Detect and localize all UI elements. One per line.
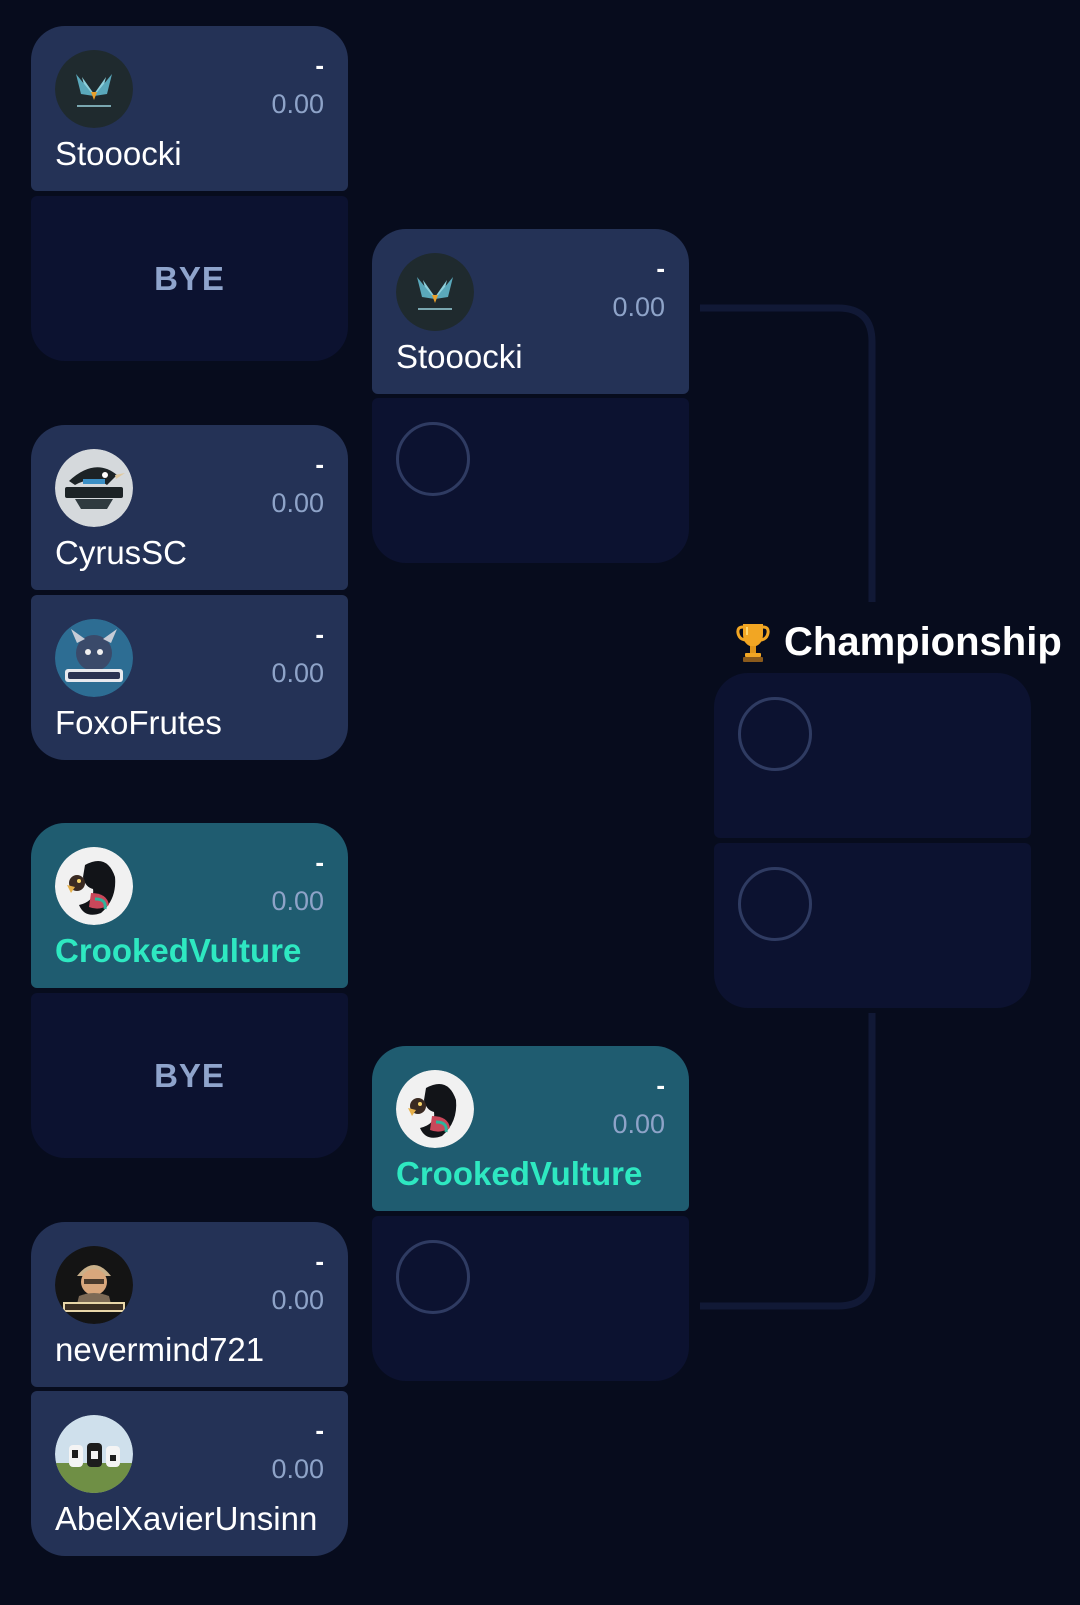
vulture-avatar — [55, 847, 133, 925]
team-score: 0.00 — [271, 488, 324, 518]
team-rank: - — [315, 1246, 324, 1276]
team-rank: - — [315, 1415, 324, 1445]
team-score: 0.00 — [271, 886, 324, 916]
team-name: CrookedVulture — [396, 1155, 643, 1192]
team-name: AbelXavierUnsinn — [55, 1500, 318, 1537]
team-name: CyrusSC — [55, 534, 188, 571]
bye-slot: BYE — [31, 993, 348, 1158]
empty-team-slot — [372, 1216, 689, 1381]
championship-title: Championship — [736, 616, 1062, 668]
team-rank: - — [315, 50, 324, 80]
bye-slot: BYE — [31, 196, 348, 361]
team-score: 0.00 — [271, 658, 324, 688]
team-score: 0.00 — [612, 1109, 665, 1139]
team-name: Stooocki — [55, 135, 182, 172]
team-score: 0.00 — [271, 1454, 324, 1484]
summerland-avatar — [55, 1246, 133, 1324]
connector-semifinal-top — [700, 304, 876, 602]
team-rank: - — [656, 1070, 665, 1100]
team-rank: - — [315, 449, 324, 479]
empty-avatar-placeholder — [396, 422, 470, 496]
empty-team-slot — [714, 843, 1031, 1008]
bye-label: BYE — [154, 1056, 225, 1094]
empty-avatar-placeholder — [738, 697, 812, 771]
dark-eyed-juncos-avatar — [55, 449, 133, 527]
team-name: nevermind721 — [55, 1331, 265, 1368]
team-score: 0.00 — [612, 292, 665, 322]
team-name: Stooocki — [396, 338, 523, 375]
cows-avatar — [55, 1415, 133, 1493]
team-score: 0.00 — [271, 89, 324, 119]
owl-logo-avatar — [396, 253, 474, 331]
championship-title-text: Championship — [784, 619, 1062, 664]
vulture-avatar — [396, 1070, 474, 1148]
bye-label: BYE — [154, 259, 225, 297]
empty-team-slot — [714, 673, 1031, 838]
empty-avatar-placeholder — [396, 1240, 470, 1314]
team-rank: - — [315, 847, 324, 877]
team-name: FoxoFrutes — [55, 704, 222, 741]
team-score: 0.00 — [271, 1285, 324, 1315]
team-rank: - — [315, 619, 324, 649]
connector-semifinal-bottom — [700, 1013, 876, 1310]
trophy-icon — [736, 621, 770, 663]
team-rank: - — [656, 253, 665, 283]
team-name: CrookedVulture — [55, 932, 302, 969]
empty-avatar-placeholder — [738, 867, 812, 941]
empty-team-slot — [372, 398, 689, 563]
owl-logo-avatar — [55, 50, 133, 128]
vikings-avatar — [55, 619, 133, 697]
